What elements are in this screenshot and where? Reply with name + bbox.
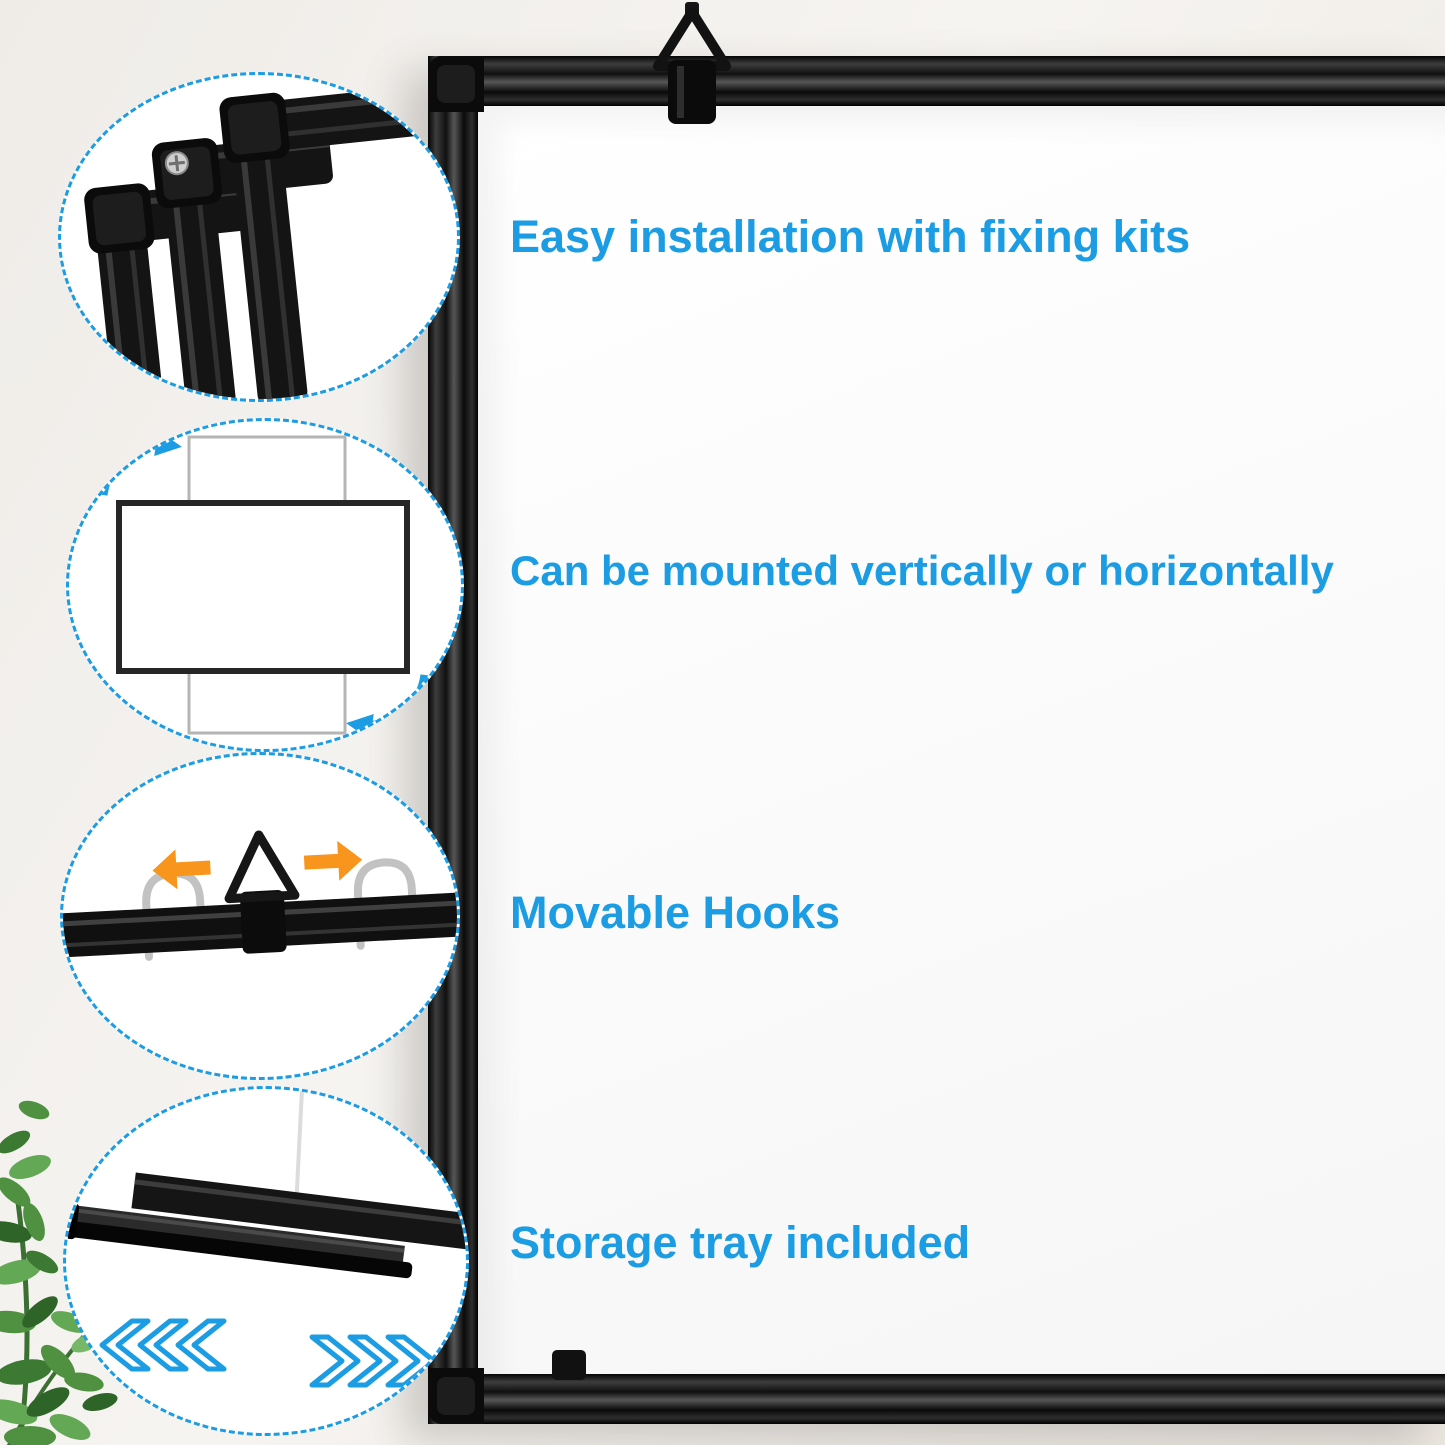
frame-corner-top-left <box>428 56 484 112</box>
whiteboard-frame-top <box>428 56 1445 106</box>
feature-label-mount-orientation: Can be mounted vertically or horizontall… <box>510 547 1334 594</box>
frame-corner-bottom-left <box>428 1368 484 1424</box>
feature-label-storage-tray: Storage tray included <box>510 1217 971 1268</box>
feature-circle-fixing-kits <box>58 72 460 402</box>
whiteboard-frame-bottom <box>428 1374 1445 1424</box>
feature-circle-movable-hooks <box>60 752 460 1080</box>
whiteboard <box>428 56 1445 1424</box>
frame-corner-cap <box>437 1377 475 1415</box>
feature-label-movable-hooks: Movable Hooks <box>510 887 841 938</box>
movable-hooks-icon <box>63 830 457 961</box>
hanger-hook-graphic <box>653 2 731 124</box>
frame-corner-fixing-kit-icon <box>84 75 457 399</box>
frame-corner-cap <box>437 65 475 103</box>
rotate-board-icon <box>98 430 430 740</box>
feature-label-fixing-kits: Easy installation with fixing kits <box>510 211 1191 262</box>
whiteboard-surface <box>478 106 1445 1374</box>
feature-circle-storage-tray <box>63 1086 469 1436</box>
feature-circle-mount-orientation <box>66 418 464 752</box>
hanger-hook-icon <box>644 2 740 126</box>
tray-mount-clip <box>552 1350 586 1380</box>
storage-tray-icon <box>66 1089 466 1388</box>
